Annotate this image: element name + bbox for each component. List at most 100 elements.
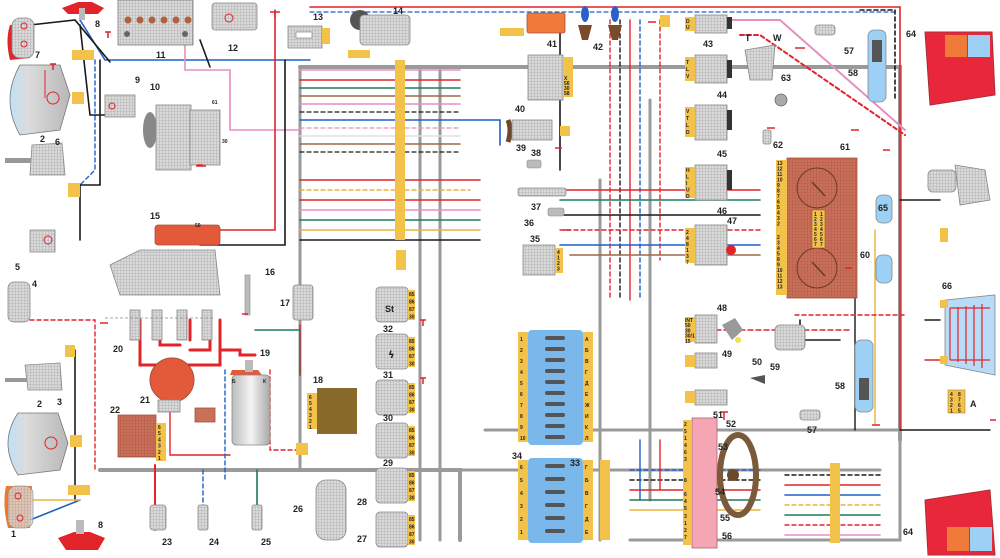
fuse-number: 6 [520, 465, 523, 471]
cluster-lamp-cell: 2 [820, 217, 823, 223]
label-34: 34 [512, 451, 522, 461]
label-24: 24 [209, 537, 219, 547]
fuse [545, 435, 565, 439]
fuse-letter: Л [585, 436, 589, 442]
switch-47-pin: 7 [686, 260, 689, 266]
block-18-pin: 5 [309, 401, 312, 407]
cluster-lamp-cell: 1 [820, 212, 823, 218]
cluster-lamp-cell: 1 [814, 212, 817, 218]
cluster-61-pin: 13 [777, 161, 783, 167]
fuse [545, 336, 565, 340]
fuse-block-34 [518, 330, 593, 445]
switch-45-pin: T [686, 116, 689, 122]
terminal-labels: 61 30 50 Б К T W St ϟ [195, 33, 782, 385]
module-22-pin: 5 [158, 431, 161, 437]
fuse-letter: Г [585, 465, 588, 471]
label-16: 16 [265, 267, 275, 277]
relay-pin: 87 [409, 532, 415, 538]
component-57-top [814, 24, 836, 36]
label-49: 49 [722, 349, 732, 359]
switch-52-pin: 4 [684, 443, 687, 449]
label-37: 37 [531, 202, 541, 212]
relay-pin: 85 [409, 292, 415, 298]
cluster-lamp-cell: 5 [814, 232, 817, 238]
component-20-spark-plugs [129, 309, 213, 341]
switch-52-pin: 1 [684, 436, 687, 442]
label-53: 53 [718, 442, 728, 452]
cluster-lamp-cell: 4 [814, 227, 817, 233]
fuse [545, 391, 565, 395]
switch-43-pin: D [686, 19, 690, 25]
component-23-sensor [149, 504, 167, 531]
component-labels: 1 2 2 3 4 5 6 7 8 8 9 10 11 12 13 14 15 … [11, 6, 977, 547]
relay-pin: 87 [409, 488, 415, 494]
cluster-61-pin: 11 [777, 274, 783, 280]
ignition-48-pin: 30/1 [685, 334, 695, 340]
component-6-horn [5, 142, 66, 176]
cluster-61-pin: 2 [777, 222, 780, 228]
fuse-letter: Г [585, 370, 588, 376]
fuse [545, 503, 565, 507]
label-11: 11 [156, 50, 166, 60]
fuse-number: 6 [520, 392, 523, 398]
label-58-top: 58 [848, 68, 858, 78]
label-21: 21 [140, 395, 150, 405]
component-8-top [62, 2, 104, 20]
label-47: 47 [727, 216, 737, 226]
switch-56-pin: 3 [684, 514, 687, 520]
connector-a-pin: 5 [958, 409, 961, 415]
relay-pin: 30 [409, 496, 415, 502]
label-2-bottom: 2 [37, 399, 42, 409]
switch-55-pin: 4 [684, 499, 687, 505]
relay-pin: 85 [409, 385, 415, 391]
switch-40-pin: 58 [564, 91, 570, 97]
fuse-letter: Е [585, 530, 589, 536]
fuse [545, 424, 565, 428]
fuse [545, 347, 565, 351]
switch-47-pin: 4 [686, 236, 689, 242]
label-9: 9 [135, 75, 140, 85]
cluster-61-pin: 4 [777, 246, 780, 252]
component-37-sensor [517, 187, 567, 197]
label-46: 46 [717, 206, 727, 216]
label-51: 51 [713, 410, 723, 420]
switch-44-pin: V [686, 74, 690, 80]
ground-symbols [50, 11, 996, 426]
label-44: 44 [717, 90, 727, 100]
component-64-tail-lamp-bottom [924, 489, 996, 556]
cluster-61-pin: 8 [777, 189, 780, 195]
switch-45-pin: V [686, 109, 690, 115]
cluster-61-pin: 2 [777, 235, 780, 241]
cluster-61-pin: 12 [777, 279, 783, 285]
fuse-number: 4 [520, 370, 523, 376]
fuse-number: 8 [520, 414, 523, 420]
switch-47-pin: 1 [686, 248, 689, 254]
fuse-letter: В [585, 491, 589, 497]
switch-55-pin: 5 [684, 506, 687, 512]
component-58-bottom [854, 339, 874, 413]
relay-pin: 85 [409, 517, 415, 523]
harness [24, 6, 991, 542]
fuse-number: 10 [520, 436, 526, 442]
relay-pin: 87 [409, 307, 415, 313]
component-5-sensor [29, 229, 56, 253]
switch-54-pin: 8 [684, 478, 687, 484]
component-24-sensor [197, 504, 209, 531]
terminal-k: К [263, 379, 267, 385]
fuse-marks [545, 336, 565, 533]
fuse [545, 490, 565, 494]
label-35: 35 [530, 234, 540, 244]
label-45: 45 [717, 149, 727, 159]
label-30: 30 [383, 413, 393, 423]
label-61: 61 [840, 142, 850, 152]
switch-56-pin: 1 [684, 521, 687, 527]
component-36-sensor [547, 207, 565, 217]
ignition-48-pin: INT [685, 318, 693, 324]
label-20: 20 [113, 344, 123, 354]
component-64-tail-lamp-top [924, 31, 996, 106]
connector-a-pin: 1 [950, 409, 953, 415]
fuse-number: 5 [520, 478, 523, 484]
cluster-lamp-cell: 6 [820, 237, 823, 243]
